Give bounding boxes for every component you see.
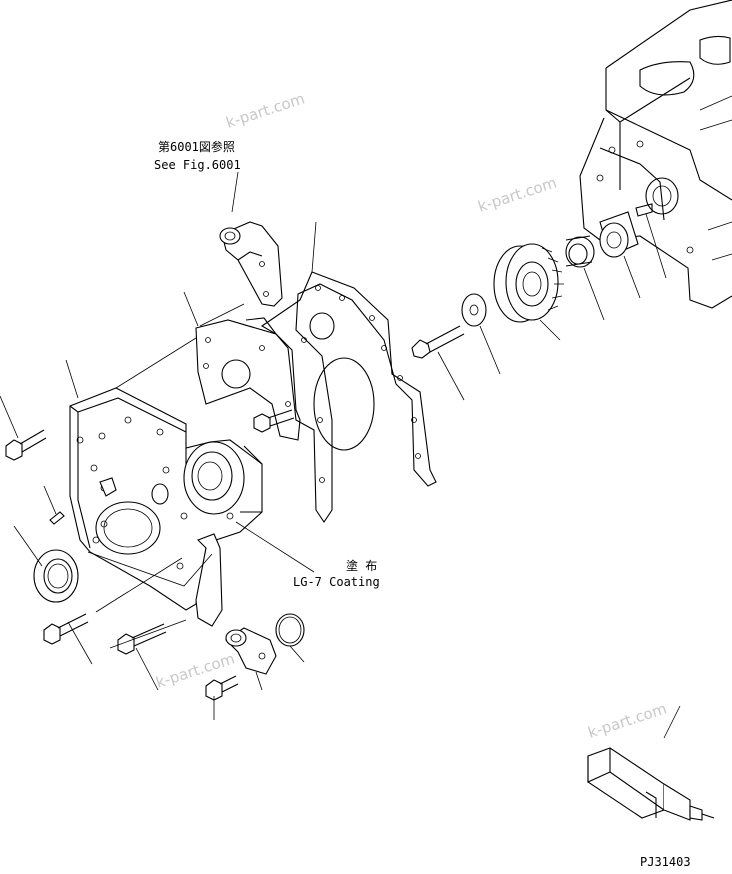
gear-bolt xyxy=(411,325,465,359)
leader-lines xyxy=(0,171,681,739)
front-cover xyxy=(69,387,263,627)
outlet-elbow xyxy=(225,627,277,675)
coating-label-en: LG-7 Coating xyxy=(293,575,380,589)
breather-pin xyxy=(49,511,65,525)
front-cover-gasket xyxy=(260,271,437,523)
elbow-bolt xyxy=(205,675,239,701)
bushing xyxy=(565,235,595,268)
oil-seal xyxy=(33,549,79,603)
idler-gear xyxy=(493,243,564,323)
plate-bolt xyxy=(253,409,295,433)
idler-shaft xyxy=(599,203,653,258)
watermark: k-part.com xyxy=(224,89,307,131)
o-ring xyxy=(275,613,305,647)
timing-gear-plate xyxy=(195,317,301,441)
see-fig-label-jp: 第6001図参照 xyxy=(158,139,235,154)
cover-bolt-top xyxy=(5,429,47,461)
cover-bolt-mid xyxy=(117,623,167,655)
see-fig-label-en: See Fig.6001 xyxy=(154,158,241,172)
watermark: k-part.com xyxy=(586,699,669,741)
watermark: k-part.com xyxy=(476,173,559,215)
thrust-plate xyxy=(461,293,487,327)
drawing-code: PJ31403 xyxy=(640,855,691,869)
engine-block xyxy=(579,0,732,309)
installer-tool xyxy=(587,747,715,821)
watermark: k-part.com xyxy=(154,649,237,691)
water-inlet-elbow xyxy=(219,221,283,307)
coating-label-jp: 塗 布 xyxy=(346,558,377,573)
cover-bolt-left xyxy=(43,613,89,645)
